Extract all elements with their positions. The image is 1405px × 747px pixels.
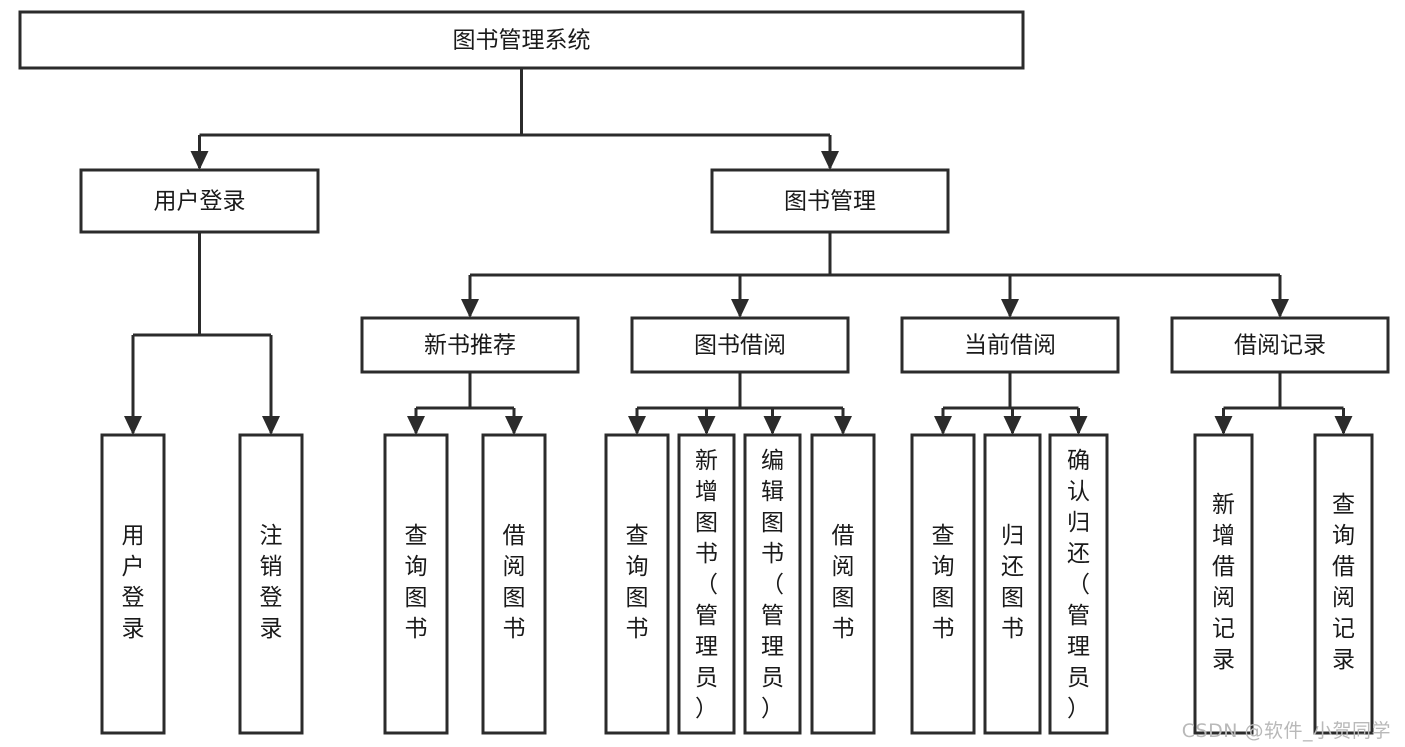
node-leaf-add-borrow-record-label: 新增借阅记录	[1212, 492, 1235, 673]
node-leaf-query-book-3[interactable]: 查询图书	[910, 433, 976, 735]
node-leaf-add-book-admin-label: 新增图书（管理员）	[695, 448, 718, 722]
node-leaf-query-book-1-label: 查询图书	[405, 523, 428, 642]
node-level2-book-manage[interactable]: 图书管理	[710, 168, 950, 234]
node-leaf-user-login-label: 用户登录	[122, 523, 145, 642]
arrow-l2-to-l3-3	[1271, 299, 1289, 318]
node-root[interactable]: 图书管理系统	[18, 10, 1025, 70]
node-level3-book-borrow-box[interactable]	[630, 316, 850, 374]
node-level3-borrow-record-label: 借阅记录	[1234, 333, 1326, 359]
connector-lines	[124, 68, 1353, 435]
node-leaf-add-book-admin-box[interactable]	[677, 433, 736, 735]
arrow-borrow-record-leaf-0	[1214, 416, 1233, 435]
node-leaf-query-book-2-box[interactable]	[604, 433, 670, 735]
arrow-root-to-l2-1	[821, 151, 839, 170]
arrow-borrow-record-leaf-1	[1334, 416, 1353, 435]
node-leaf-confirm-return-admin-box[interactable]	[1048, 433, 1109, 735]
node-leaf-add-borrow-record[interactable]: 新增借阅记录	[1193, 433, 1254, 735]
node-level3-new-book-recommend-box[interactable]	[360, 316, 580, 374]
node-level3-book-borrow-label: 图书借阅	[694, 333, 786, 359]
arrow-book-borrow-leaf-3	[834, 416, 852, 435]
node-level3-current-borrow[interactable]: 当前借阅	[900, 316, 1120, 374]
arrow-root-to-l2-0	[190, 151, 209, 170]
node-leaf-borrow-book-1[interactable]: 借阅图书	[481, 433, 547, 735]
node-level3-book-borrow[interactable]: 图书借阅	[630, 316, 850, 374]
node-leaf-add-book-admin[interactable]: 新增图书（管理员）	[677, 433, 736, 735]
node-leaf-query-book-2[interactable]: 查询图书	[604, 433, 670, 735]
node-leaf-user-logout-label: 注销登录	[260, 523, 283, 642]
node-boxes: 图书管理系统用户登录图书管理新书推荐图书借阅当前借阅借阅记录用户登录注销登录查询…	[18, 10, 1390, 735]
arrow-current-borrow-leaf-1	[1003, 416, 1022, 435]
arrow-l2-to-l3-2	[1001, 299, 1019, 318]
node-leaf-return-book-box[interactable]	[983, 433, 1042, 735]
node-leaf-user-login-box[interactable]	[100, 433, 166, 735]
arrow-user-login-leaf-1	[262, 416, 280, 435]
node-level2-book-manage-box[interactable]	[710, 168, 950, 234]
node-leaf-user-logout[interactable]: 注销登录	[238, 433, 304, 735]
node-leaf-edit-book-admin-label: 编辑图书（管理员）	[761, 448, 784, 722]
arrow-current-borrow-leaf-0	[934, 416, 952, 435]
node-level3-borrow-record-box[interactable]	[1170, 316, 1390, 374]
node-leaf-query-borrow-record-label: 查询借阅记录	[1332, 492, 1355, 673]
node-level3-new-book-recommend-label: 新书推荐	[424, 333, 516, 359]
node-leaf-confirm-return-admin[interactable]: 确认归还（管理员）	[1048, 433, 1109, 735]
node-leaf-borrow-book-1-box[interactable]	[481, 433, 547, 735]
node-level2-book-manage-label: 图书管理	[784, 189, 876, 215]
node-leaf-borrow-book-2-box[interactable]	[810, 433, 876, 735]
node-leaf-borrow-book-2-label: 借阅图书	[832, 523, 855, 642]
node-leaf-query-book-1-box[interactable]	[383, 433, 449, 735]
node-leaf-query-book-3-label: 查询图书	[932, 523, 955, 642]
arrow-l2-to-l3-1	[731, 299, 749, 318]
arrow-user-login-leaf-0	[124, 416, 142, 435]
node-leaf-edit-book-admin-box[interactable]	[743, 433, 802, 735]
node-leaf-confirm-return-admin-label: 确认归还（管理员）	[1067, 448, 1090, 722]
arrow-book-borrow-leaf-2	[763, 416, 782, 435]
node-leaf-edit-book-admin[interactable]: 编辑图书（管理员）	[743, 433, 802, 735]
node-leaf-query-borrow-record-box[interactable]	[1313, 433, 1374, 735]
node-leaf-query-book-3-box[interactable]	[910, 433, 976, 735]
node-level3-current-borrow-label: 当前借阅	[964, 333, 1056, 359]
node-leaf-return-book-label: 归还图书	[1001, 523, 1024, 642]
node-leaf-query-borrow-record[interactable]: 查询借阅记录	[1313, 433, 1374, 735]
node-level2-user-login[interactable]: 用户登录	[79, 168, 320, 234]
node-level3-new-book-recommend[interactable]: 新书推荐	[360, 316, 580, 374]
node-root-box[interactable]	[18, 10, 1025, 70]
arrow-current-borrow-leaf-2	[1069, 416, 1088, 435]
arrow-book-borrow-leaf-1	[697, 416, 716, 435]
arrow-new-book-recommend-leaf-0	[407, 416, 425, 435]
node-leaf-query-book-1[interactable]: 查询图书	[383, 433, 449, 735]
node-level3-borrow-record[interactable]: 借阅记录	[1170, 316, 1390, 374]
node-level3-current-borrow-box[interactable]	[900, 316, 1120, 374]
node-leaf-return-book[interactable]: 归还图书	[983, 433, 1042, 735]
node-root-label: 图书管理系统	[453, 28, 591, 54]
node-level2-user-login-box[interactable]	[79, 168, 320, 234]
arrow-new-book-recommend-leaf-1	[505, 416, 523, 435]
node-leaf-add-borrow-record-box[interactable]	[1193, 433, 1254, 735]
node-leaf-query-book-2-label: 查询图书	[626, 523, 649, 642]
arrow-book-borrow-leaf-0	[628, 416, 646, 435]
node-leaf-user-logout-box[interactable]	[238, 433, 304, 735]
arrow-l2-to-l3-0	[461, 299, 479, 318]
node-leaf-borrow-book-2[interactable]: 借阅图书	[810, 433, 876, 735]
node-leaf-borrow-book-1-label: 借阅图书	[503, 523, 526, 642]
node-level2-user-login-label: 用户登录	[154, 189, 246, 215]
node-leaf-user-login[interactable]: 用户登录	[100, 433, 166, 735]
